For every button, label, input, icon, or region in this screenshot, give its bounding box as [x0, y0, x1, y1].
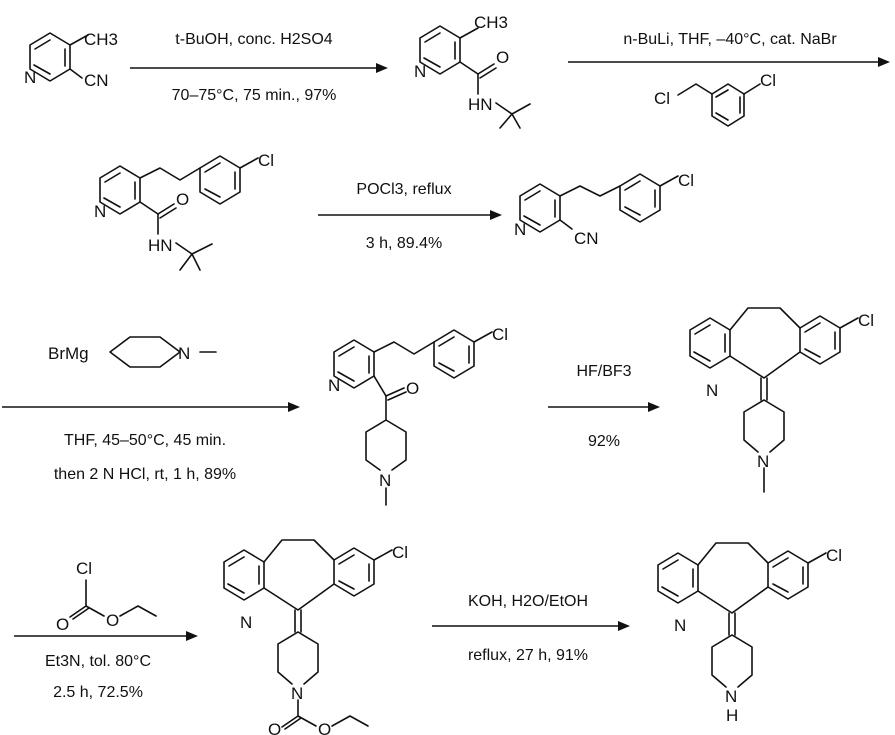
compound-tricyclic-n-methyl: Cl N N — [689, 307, 874, 493]
reagent-ethyl-chloroformate: Cl O O — [56, 559, 157, 634]
conditions-below-5: 92% — [588, 433, 620, 450]
atom-o: O — [56, 615, 69, 634]
reaction-arrow-2: n-BuLi, THF, –40°C, cat. NaBr Cl Cl — [568, 31, 890, 127]
atom-brmg: BrMg — [48, 344, 89, 363]
atom-cl: Cl — [258, 151, 274, 170]
conditions-above-7: KOH, H2O/EtOH — [468, 593, 588, 610]
atom-o: O — [268, 720, 281, 735]
atom-o: O — [496, 48, 509, 67]
atom-n: N — [291, 684, 303, 703]
atom-cl: Cl — [826, 546, 842, 565]
atom-n: N — [24, 68, 36, 87]
atom-cl: Cl — [392, 543, 408, 562]
conditions-below-3: 3 h, 89.4% — [366, 235, 443, 252]
conditions-above-5: HF/BF3 — [576, 363, 631, 380]
compound-phenethyl-amide: Cl O HN N — [94, 151, 274, 271]
atom-n: N — [178, 344, 190, 363]
reaction-arrow-1: t-BuOH, conc. H2SO4 70–75°C, 75 min., 97… — [130, 31, 388, 104]
compound-methylpicolinonitrile: CH3 CN N — [24, 30, 118, 90]
compound-ketone: Cl O N N — [328, 325, 508, 506]
reaction-arrow-6: Cl O O Et3N, tol. 80°C 2.5 h, 72.5% — [14, 559, 198, 701]
reagent-chlorobenzyl-chloride: Cl Cl — [654, 71, 776, 127]
atom-cl: Cl — [492, 325, 508, 344]
reagent-grignard: BrMg N — [48, 336, 217, 368]
conditions-below-1: 70–75°C, 75 min., 97% — [172, 87, 337, 104]
conditions-below-7: reflux, 27 h, 91% — [468, 647, 588, 664]
conditions-above-3: POCl3, reflux — [356, 181, 451, 198]
atom-n: N — [414, 62, 426, 81]
atom-hn: HN — [148, 236, 173, 255]
atom-cl: Cl — [76, 559, 92, 578]
atom-cn: CN — [84, 71, 109, 90]
atom-n: N — [328, 376, 340, 395]
conditions-below-4b: then 2 N HCl, rt, 1 h, 89% — [54, 466, 236, 483]
conditions-above-2: n-BuLi, THF, –40°C, cat. NaBr — [623, 31, 837, 48]
atom-n: N — [514, 220, 526, 239]
atom-ch3: CH3 — [84, 30, 118, 49]
reaction-arrow-4: BrMg N THF, 45–50°C, 45 min. then 2 N HC… — [2, 336, 300, 483]
atom-cl: Cl — [858, 311, 874, 330]
conditions-below-6: Et3N, tol. 80°C — [45, 653, 151, 670]
compound-phenethyl-nitrile: Cl CN N — [514, 171, 694, 248]
atom-ch3: CH3 — [474, 13, 508, 32]
conditions-above-1: t-BuOH, conc. H2SO4 — [175, 31, 332, 48]
conditions-below-4: THF, 45–50°C, 45 min. — [64, 432, 226, 449]
atom-n: N — [725, 687, 737, 706]
atom-o: O — [318, 720, 331, 735]
atom-hn: HN — [468, 95, 493, 114]
atom-n: N — [379, 471, 391, 490]
atom-h: H — [726, 706, 738, 725]
atom-cl: Cl — [678, 171, 694, 190]
atom-n: N — [757, 452, 769, 471]
atom-cl: Cl — [760, 71, 776, 90]
reaction-arrow-3: POCl3, reflux 3 h, 89.4% — [318, 181, 502, 252]
atom-n: N — [706, 381, 718, 400]
atom-o: O — [406, 379, 419, 398]
reaction-arrow-7: KOH, H2O/EtOH reflux, 27 h, 91% — [432, 593, 630, 664]
atom-n: N — [674, 616, 686, 635]
conditions-below-6b: 2.5 h, 72.5% — [53, 684, 143, 701]
compound-desloratadine: Cl N H N — [657, 542, 842, 725]
atom-o: O — [176, 190, 189, 209]
atom-cl: Cl — [654, 89, 670, 108]
atom-n: N — [240, 613, 252, 632]
atom-o: O — [106, 611, 119, 630]
compound-tbutyl-amide: CH3 O HN N — [414, 13, 531, 129]
reaction-arrow-5: HF/BF3 92% — [548, 363, 660, 450]
atom-cn: CN — [574, 229, 599, 248]
atom-n: N — [94, 202, 106, 221]
compound-carbamate: Cl N N O O — [223, 539, 408, 735]
